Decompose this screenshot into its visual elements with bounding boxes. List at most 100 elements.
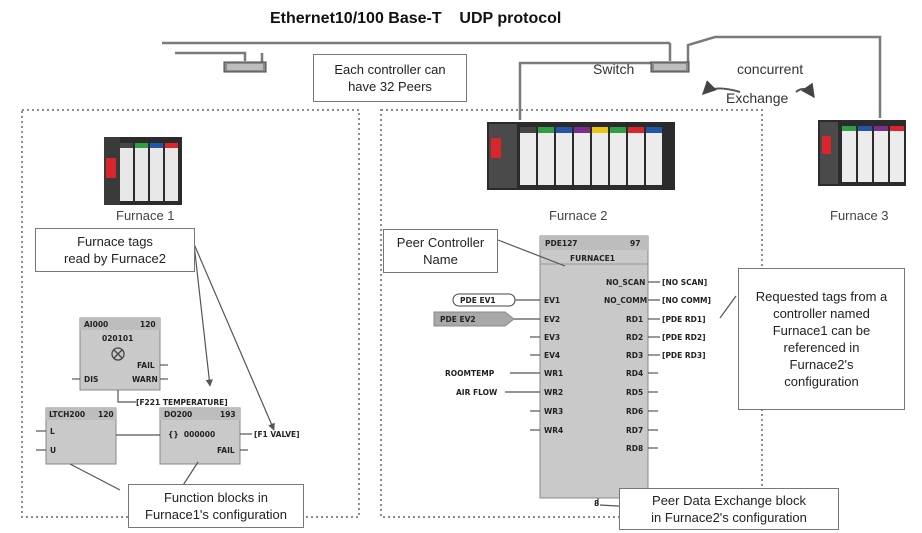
pde-controller-name: FURNACE1 xyxy=(570,254,615,263)
ai-block-num: 120 xyxy=(140,320,156,329)
furnace-tags-callout: Furnace tags read by Furnace2 xyxy=(35,228,195,272)
peer-controller-callout-line-1: Peer Controller xyxy=(396,235,485,250)
latch-block xyxy=(45,407,117,465)
switch-label: Switch xyxy=(593,61,635,77)
requested-tags-line-1: Requested tags from a xyxy=(755,289,888,304)
ai-block-fail: FAIL xyxy=(137,361,155,370)
switch-left xyxy=(223,61,267,73)
requested-tags-line-5: Furnace2's xyxy=(789,357,854,372)
pde-out-rd2-text: PDE RD2 xyxy=(665,333,703,342)
do-block-name: DO200 xyxy=(164,410,193,419)
pde-out-rd3: [PDE RD3] xyxy=(662,351,706,360)
pde-block-num: 97 xyxy=(630,239,641,248)
network-title: Ethernet10/100 Base-T UDP protocol xyxy=(270,10,562,27)
pde-pin-ev1: EV1 xyxy=(544,296,561,305)
furnace2-controller-rack xyxy=(487,122,675,190)
do-output-tag-text: F1 VALVE xyxy=(257,430,297,439)
function-block-wiring xyxy=(36,364,252,451)
furnace-tags-callout-line-1: Furnace tags xyxy=(77,234,153,249)
requested-tags-line-6: configuration xyxy=(784,374,859,389)
ai-block-name: AI000 xyxy=(84,320,109,329)
pde-pin-rd3: RD3 xyxy=(626,351,644,360)
furnace-tags-callout-line-2: read by Furnace2 xyxy=(64,251,166,266)
pde-out-rd1: [PDE RD1] xyxy=(662,315,706,324)
pde-out-rd1-text: PDE RD1 xyxy=(665,315,703,324)
switch-right xyxy=(650,61,690,73)
latch-block-l: L xyxy=(50,427,55,436)
pde-pin-ev3: EV3 xyxy=(544,333,561,342)
do-block-num: 193 xyxy=(220,410,236,419)
ai-block-dis: DIS xyxy=(84,375,99,384)
function-blocks-line-1: Function blocks in xyxy=(163,490,269,505)
function-blocks-callout: Function blocks in Furnace1's configurat… xyxy=(128,484,304,528)
do-block xyxy=(159,407,241,465)
pde-block xyxy=(539,235,649,499)
pde-pin-rd2: RD2 xyxy=(626,333,644,342)
exchange-arrow xyxy=(702,80,815,99)
peer-block-callout: Peer Data Exchange block in Furnace2's c… xyxy=(619,488,839,530)
pde-pin-rd5: RD5 xyxy=(626,388,644,397)
pde-pin-wr3: WR3 xyxy=(544,407,564,416)
requested-tags-callout: Requested tags from a controller named F… xyxy=(738,268,905,410)
ethernet-network xyxy=(162,35,882,120)
pde-out-rd3-text: PDE RD3 xyxy=(665,351,703,360)
peers-note-line-1: Each controller can xyxy=(334,62,446,77)
furnace1-label: Furnace 1 xyxy=(116,208,175,223)
furnace3-controller-rack xyxy=(818,120,906,186)
pde-pin-rd8: RD8 xyxy=(626,444,644,453)
peer-block-line-1: Peer Data Exchange block xyxy=(652,493,806,508)
ai-output-tag-text: F221 TEMPERATURE xyxy=(139,398,225,407)
pde-out-no-scan-text: NO SCAN xyxy=(665,278,704,287)
pde-bottom-num: 8 xyxy=(594,499,600,508)
latch-block-num: 120 xyxy=(98,410,114,419)
furnace1-region xyxy=(21,109,360,518)
pde-out-rd2: [PDE RD2] xyxy=(662,333,706,342)
do-output-tag: [F1 VALVE] xyxy=(254,430,300,439)
pde-out-no-comm: [NO COMM] xyxy=(662,296,711,305)
peer-controller-callout-line-2: Name xyxy=(423,252,458,267)
ai-output-tag: [F221 TEMPERATURE] xyxy=(136,398,228,407)
pde-pin-rd6: RD6 xyxy=(626,407,644,416)
requested-tags-line-2: controller named xyxy=(773,306,870,321)
furnace2-region xyxy=(380,109,763,518)
pde-pin-wr1: WR1 xyxy=(544,369,564,378)
furnace2-label: Furnace 2 xyxy=(549,208,608,223)
do-block-value: {} 000000 xyxy=(168,430,216,439)
ai-block xyxy=(79,317,161,391)
peers-note-line-2: have 32 Peers xyxy=(348,79,432,94)
pde-pin-ev2: EV2 xyxy=(544,315,561,324)
pde-input-tag-ev2: PDE EV2 xyxy=(440,315,476,324)
ai-block-value: 020101 xyxy=(102,334,134,343)
peer-controller-callout: Peer Controller Name xyxy=(383,229,498,273)
function-blocks-line-2: Furnace1's configuration xyxy=(145,507,287,522)
pde-pin-rd7: RD7 xyxy=(626,426,644,435)
concurrent-label: concurrent xyxy=(737,61,804,77)
exchange-label: Exchange xyxy=(726,90,789,106)
pde-input-tag-ev1: PDE EV1 xyxy=(460,296,496,305)
pde-pin-no-scan: NO_SCAN xyxy=(606,278,646,287)
pde-pin-wr2: WR2 xyxy=(544,388,564,397)
do-block-fail: FAIL xyxy=(217,446,235,455)
latch-block-u: U xyxy=(50,446,57,455)
pde-wiring xyxy=(505,281,660,505)
pde-pin-rd4: RD4 xyxy=(626,369,644,378)
pde-pin-wr4: WR4 xyxy=(544,426,564,435)
pde-pin-ev4: EV4 xyxy=(544,351,561,360)
pde-out-no-comm-text: NO COMM xyxy=(665,296,708,305)
peer-block-line-2: in Furnace2's configuration xyxy=(651,510,807,525)
peers-note: Each controller can have 32 Peers xyxy=(313,54,467,102)
requested-tags-line-4: referenced in xyxy=(783,340,860,355)
latch-block-name: LTCH200 xyxy=(49,410,86,419)
pde-block-name: PDE127 xyxy=(545,239,578,248)
pde-out-no-scan: [NO SCAN] xyxy=(662,278,708,287)
furnace1-controller-rack xyxy=(104,137,182,205)
pde-write-airflow: AIR FLOW xyxy=(456,388,498,397)
ai-block-warn: WARN xyxy=(132,375,158,384)
pde-write-roomtemp: ROOMTEMP xyxy=(445,369,495,378)
requested-tags-line-3: Furnace1 can be xyxy=(772,323,871,338)
pde-pin-rd1: RD1 xyxy=(626,315,644,324)
furnace3-label: Furnace 3 xyxy=(830,208,889,223)
pde-pin-no-comm: NO_COMM xyxy=(604,296,648,305)
